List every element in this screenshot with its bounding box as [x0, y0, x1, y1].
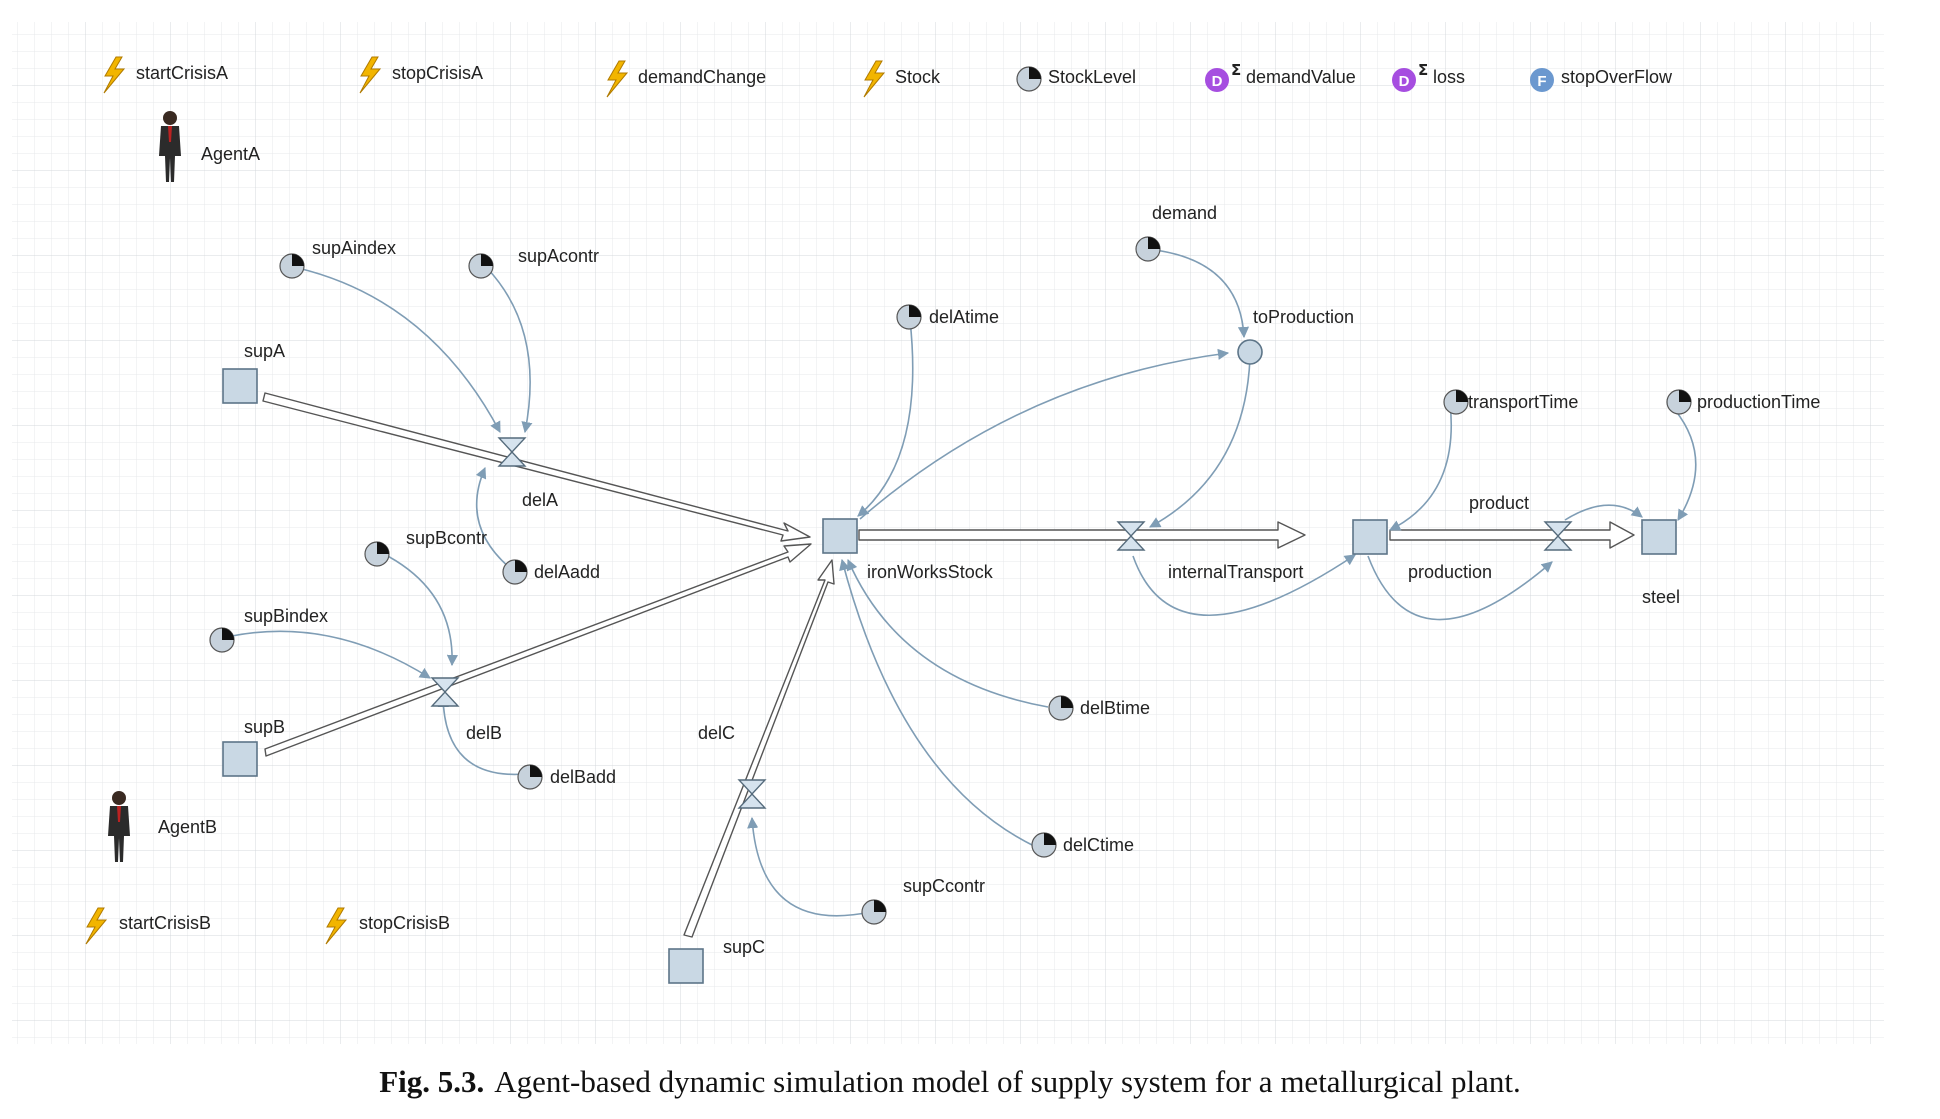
- label-steel: steel: [1642, 587, 1680, 607]
- label-supAcontr: supAcontr: [518, 246, 599, 266]
- parameter-supBcontr-icon: [364, 541, 390, 567]
- parameter-delAadd-icon: [502, 559, 528, 585]
- figure-caption-label: Fig. 5.3.: [379, 1064, 485, 1099]
- stock-supA: [222, 368, 258, 404]
- variable-toProduction-icon[interactable]: [1237, 339, 1263, 365]
- event-startCrisisA-icon: [103, 56, 126, 94]
- svg-text:D: D: [1399, 73, 1410, 90]
- label-internalTransport: internalTransport: [1168, 562, 1303, 582]
- flow-pipes: [262, 392, 1635, 938]
- parameter-demand-icon: [1135, 236, 1161, 262]
- label-supCcontr: supCcontr: [903, 876, 985, 896]
- event-stock-icon: [863, 60, 886, 98]
- label-transportTime: transportTime: [1468, 392, 1578, 412]
- label-supC: supC: [723, 937, 765, 957]
- valve-delB-icon: [430, 677, 460, 707]
- label-demand: demand: [1152, 203, 1217, 223]
- valve-delC-icon: [737, 779, 767, 809]
- label-supBcontr: supBcontr: [406, 528, 487, 548]
- valve-delA-icon: [497, 437, 527, 467]
- label-delB: delB: [466, 723, 502, 743]
- event-stopCrisisB-icon: [325, 907, 348, 945]
- label-product: product: [1469, 493, 1529, 513]
- valve-internal-transport-icon: [1116, 521, 1146, 551]
- svg-text:Σ: Σ: [1418, 61, 1428, 79]
- label-startCrisisA: startCrisisA: [136, 63, 228, 83]
- label-startCrisisB: startCrisisB: [119, 913, 211, 933]
- label-demandValue: demandValue: [1246, 67, 1356, 87]
- label-supBindex: supBindex: [244, 606, 328, 626]
- parameter-supAcontr-icon: [468, 253, 494, 279]
- label-supAindex: supAindex: [312, 238, 396, 258]
- parameter-supBindex-icon: [209, 627, 235, 653]
- label-ironWorksStock: ironWorksStock: [867, 562, 994, 582]
- figure-caption: Fig. 5.3. Agent-based dynamic simulation …: [0, 1064, 1900, 1100]
- stock-ironWorksStock: [822, 518, 858, 554]
- label-loss: loss: [1433, 67, 1465, 87]
- svg-text:D: D: [1212, 73, 1223, 90]
- event-stopCrisisA-icon: [359, 56, 382, 94]
- label-supB: supB: [244, 717, 285, 737]
- label-agentB: AgentB: [158, 817, 217, 837]
- parameter-stockLevel-icon: [1016, 66, 1042, 92]
- dataset-demandValue-icon[interactable]: D Σ: [1205, 61, 1241, 92]
- stock-supB: [222, 741, 258, 777]
- parameter-supAindex-icon: [279, 253, 305, 279]
- stock-supC: [668, 948, 704, 984]
- figure-caption-text: Agent-based dynamic simulation model of …: [494, 1064, 1521, 1099]
- label-productionTime: productionTime: [1697, 392, 1820, 412]
- pipe-supC: [683, 559, 835, 938]
- svg-text:F: F: [1537, 73, 1546, 90]
- causal-links: [226, 249, 1697, 917]
- label-stock: Stock: [895, 67, 941, 87]
- pipe-internal-transport: [858, 521, 1306, 549]
- label-stopOverFlow: stopOverFlow: [1561, 67, 1673, 87]
- pipe-supB: [264, 543, 812, 757]
- parameter-supCcontr-icon: [861, 899, 887, 925]
- agentA-person-icon[interactable]: [159, 111, 181, 182]
- event-startCrisisB-icon: [85, 907, 108, 945]
- stock-steel: [1641, 519, 1677, 555]
- label-delBtime: delBtime: [1080, 698, 1150, 718]
- dataset-loss-icon[interactable]: D Σ: [1392, 61, 1428, 92]
- event-demandChange-icon: [606, 60, 629, 98]
- parameter-transportTime-icon: [1443, 389, 1469, 415]
- function-stopOverFlow-icon[interactable]: F: [1530, 68, 1554, 92]
- label-stopCrisisA: stopCrisisA: [392, 63, 483, 83]
- label-delAadd: delAadd: [534, 562, 600, 582]
- label-delCtime: delCtime: [1063, 835, 1134, 855]
- parameter-delAtime-icon: [896, 304, 922, 330]
- label-delA: delA: [522, 490, 558, 510]
- label-agentA: AgentA: [201, 144, 260, 164]
- label-supA: supA: [244, 341, 285, 361]
- label-delC: delC: [698, 723, 735, 743]
- pipe-supA: [262, 392, 811, 542]
- pipe-production: [1389, 521, 1635, 549]
- stock-transport: [1352, 519, 1388, 555]
- label-delAtime: delAtime: [929, 307, 999, 327]
- parameter-delBtime-icon: [1048, 695, 1074, 721]
- label-toProduction: toProduction: [1253, 307, 1354, 327]
- label-stopCrisisB: stopCrisisB: [359, 913, 450, 933]
- valve-production-icon: [1543, 521, 1573, 551]
- parameter-delBadd-icon: [517, 764, 543, 790]
- svg-text:Σ: Σ: [1231, 61, 1241, 79]
- label-stockLevel: StockLevel: [1048, 67, 1136, 87]
- parameter-delCtime-icon: [1031, 832, 1057, 858]
- label-demandChange: demandChange: [638, 67, 766, 87]
- agentB-person-icon[interactable]: [108, 791, 130, 862]
- label-delBadd: delBadd: [550, 767, 616, 787]
- parameter-productionTime-icon: [1666, 389, 1692, 415]
- label-production: production: [1408, 562, 1492, 582]
